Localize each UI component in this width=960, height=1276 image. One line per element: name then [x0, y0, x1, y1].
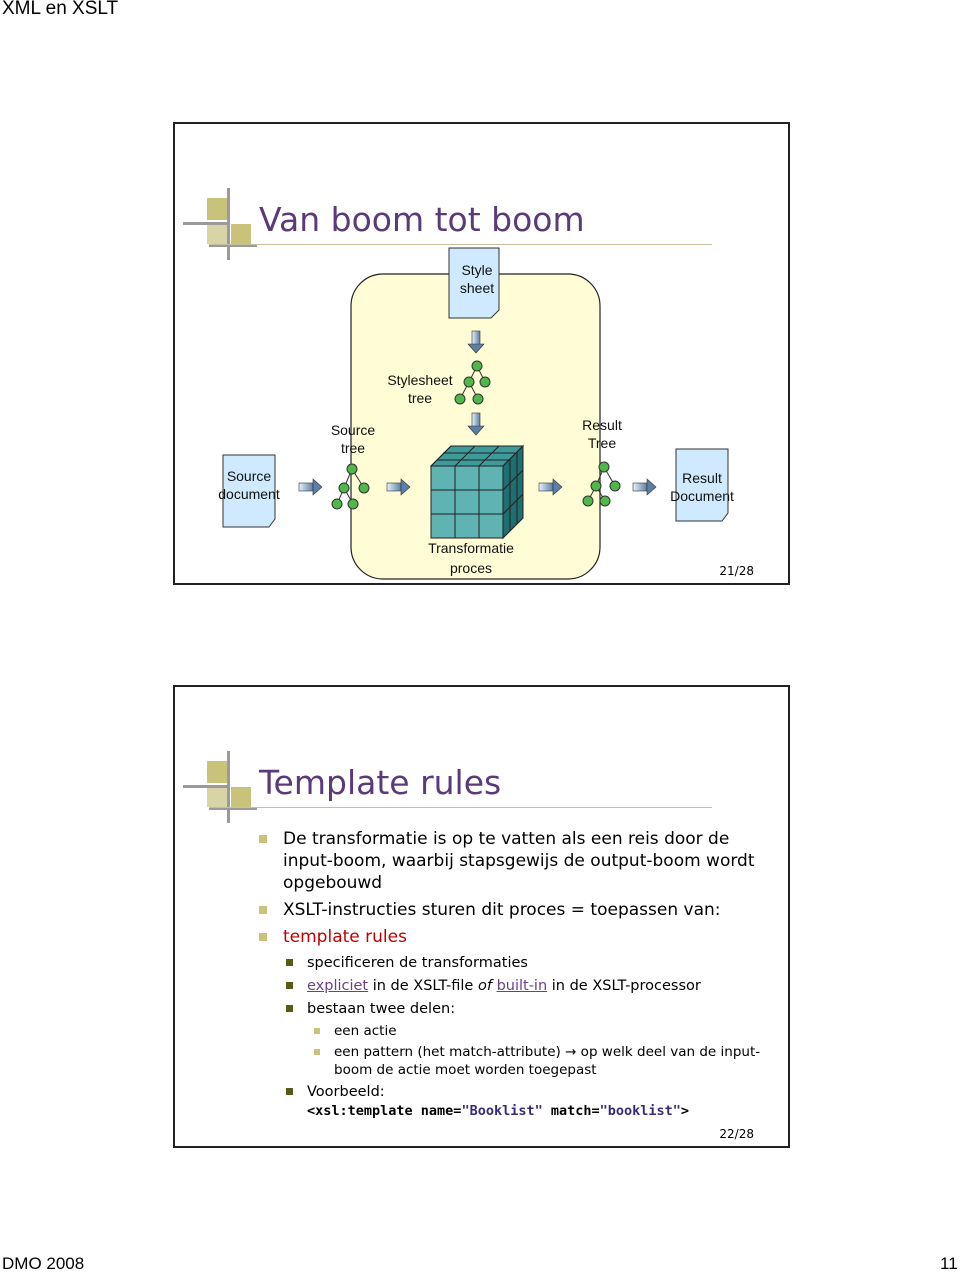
bullet-list: De transformatie is op te vatten als een…	[259, 828, 769, 1120]
bullet-item: De transformatie is op te vatten als een…	[259, 828, 769, 894]
arrow-down-1	[467, 330, 485, 354]
bullet-item-template-rules: template rules	[259, 926, 769, 948]
arrow-right-1	[298, 478, 323, 496]
page-footer-right: 11	[940, 1254, 958, 1273]
xslt-diagram	[222, 247, 729, 580]
arrow-right-4	[632, 478, 657, 496]
result-tree-icon	[582, 461, 621, 507]
sub-sub-bullet-item: een actie	[310, 1022, 769, 1040]
slide-title: Van boom tot boom	[259, 200, 585, 239]
source-tree-icon	[331, 463, 370, 510]
slide-template-rules: Template rules De transformatie is op te…	[173, 685, 790, 1148]
sub-bullet-item: Voorbeeld:	[283, 1082, 769, 1102]
title-rule	[209, 807, 712, 808]
bullet-item: XSLT-instructies sturen dit proces = toe…	[259, 899, 769, 921]
slide-page-number: 21/28	[719, 564, 754, 578]
proces-label: proces	[449, 560, 493, 576]
arrow-right-icon: →	[565, 1044, 577, 1060]
slide-title: Template rules	[259, 763, 502, 802]
link-built-in[interactable]: built-in	[496, 978, 548, 994]
arrow-down-2	[467, 412, 485, 436]
page-footer-left: DMO 2008	[2, 1254, 85, 1273]
page-header-title: XML en XSLT	[2, 0, 119, 19]
slide-van-boom-tot-boom: Van boom tot boom	[173, 122, 790, 585]
arrow-right-2	[386, 478, 411, 496]
stylesheet-tree-icon	[454, 360, 491, 405]
link-expliciet[interactable]: expliciet	[307, 978, 369, 994]
code-example: <xsl:template name="Booklist" match="boo…	[307, 1103, 690, 1119]
slide-page-number: 22/28	[719, 1127, 754, 1141]
title-decoration-icon	[183, 188, 257, 260]
arrow-right-3	[538, 478, 563, 496]
sub-sub-bullet-item: een pattern (het match-attribute) → op w…	[310, 1043, 769, 1079]
transformation-cube-icon	[429, 444, 525, 540]
sub-bullet-item: specificeren de transformaties	[283, 953, 769, 973]
transformatie-label: Transformatie	[428, 540, 514, 556]
sub-bullet-item: bestaan twee delen:	[283, 999, 769, 1019]
title-rule	[209, 244, 712, 245]
sub-bullet-item: expliciet in de XSLT-file of built-in in…	[283, 976, 769, 996]
title-decoration-icon	[183, 751, 257, 823]
